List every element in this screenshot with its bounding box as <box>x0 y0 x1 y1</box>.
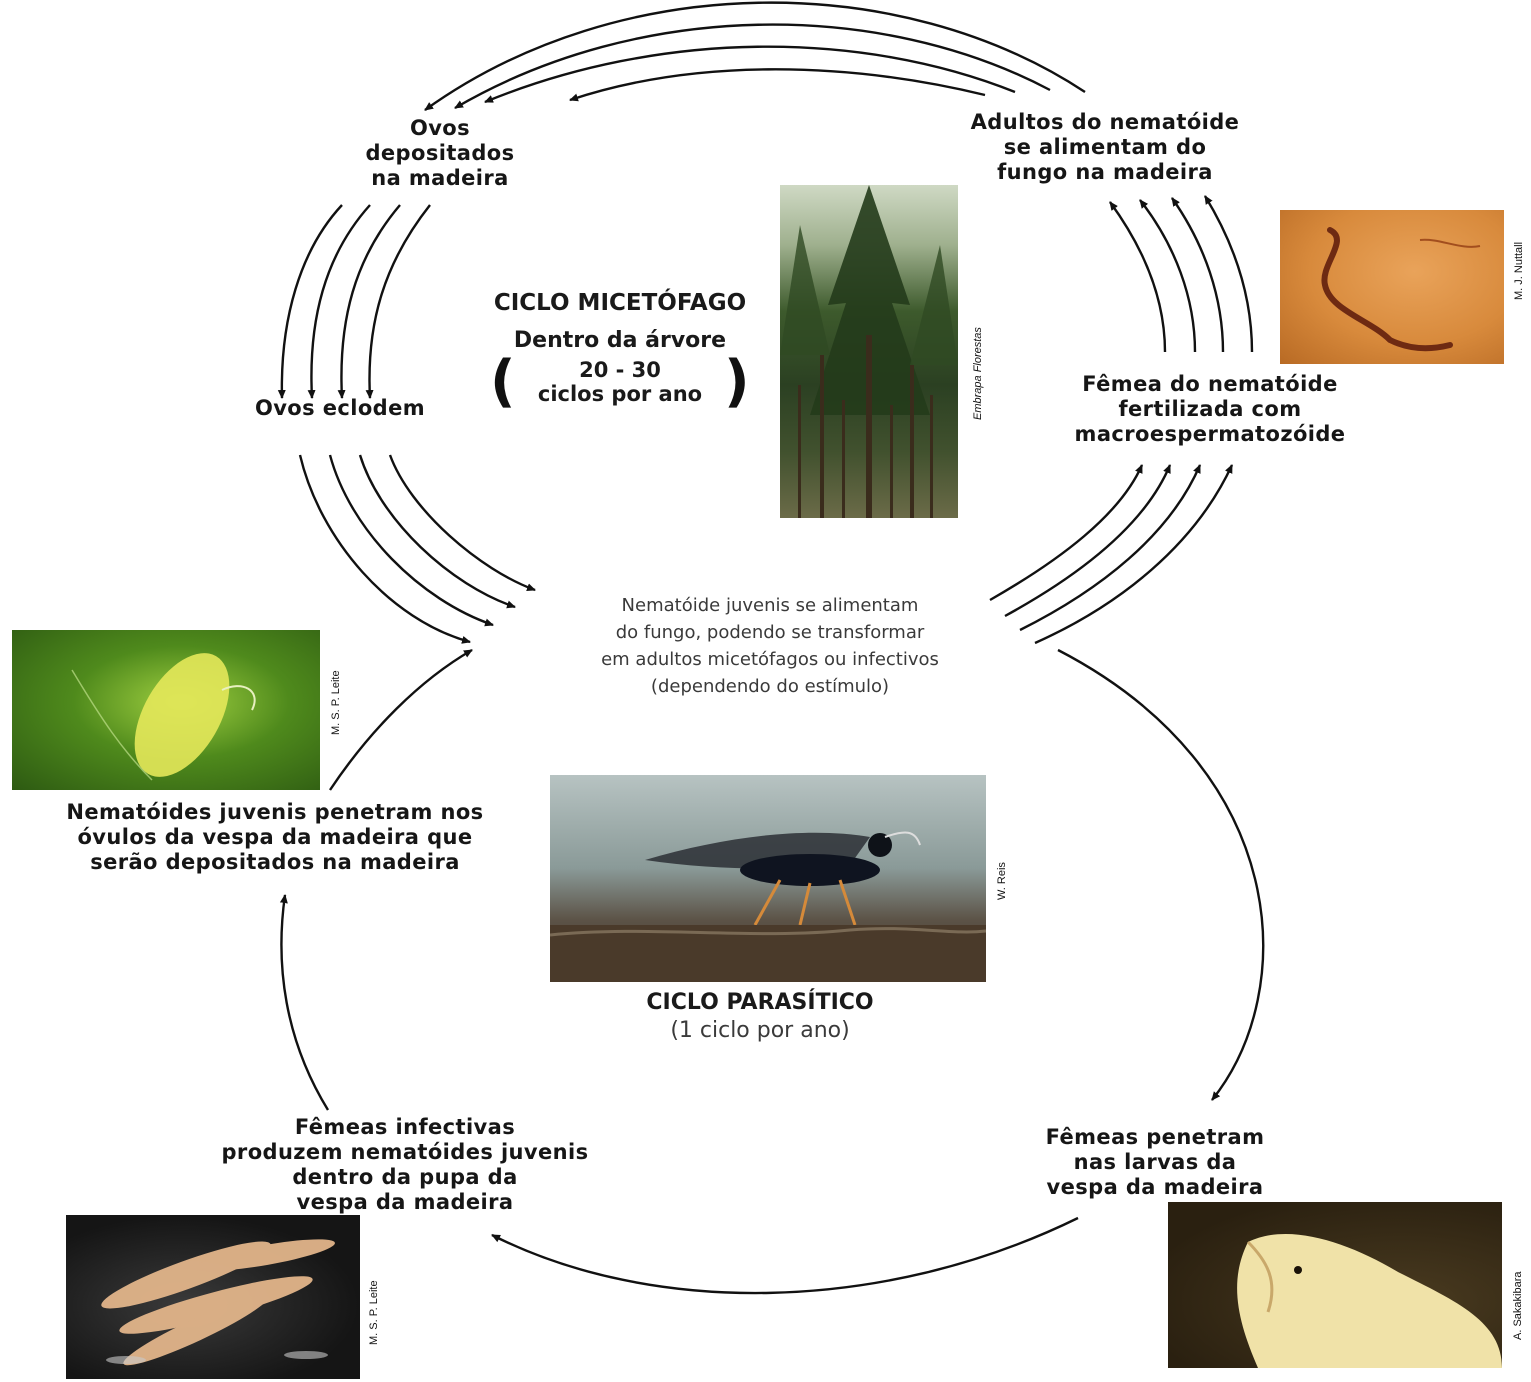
arrow-parasitic-bottom <box>492 1218 1078 1293</box>
tree-photo-credit: Embrapa Florestas <box>972 327 984 420</box>
pupa-photo-credit: M. S. P. Leite <box>368 1280 380 1345</box>
arrow-right-3 <box>1172 198 1223 352</box>
stage-eggs-hatch: Ovos eclodem <box>210 396 470 421</box>
arrow-top-4 <box>570 69 985 100</box>
arrow-mid-left-3 <box>360 455 515 607</box>
wasp-photo <box>550 775 986 982</box>
stage-adults-feed: Adultos do nematóide se alimentam do fun… <box>930 110 1280 185</box>
arrow-mid-right-3 <box>1020 465 1200 630</box>
arrow-parasitic-left <box>281 895 328 1110</box>
arrow-mid-left-1 <box>300 455 470 642</box>
stage-females-penetrate: Fêmeas penetram nas larvas da vespa da m… <box>1000 1125 1310 1200</box>
larva-photo <box>1168 1202 1502 1368</box>
nematode-photo-credit: M. J. Nuttall <box>1513 242 1525 300</box>
micetofago-count: 20 - 30 <box>520 358 720 382</box>
larva-photo-credit: A. Sakakibara <box>1512 1272 1524 1340</box>
arrow-mid-left-4 <box>390 455 535 590</box>
egg-photo-credit: M. S. P. Leite <box>330 670 342 735</box>
parasitico-subtitle: (1 ciclo por ano) <box>590 1018 930 1043</box>
parasitico-title: CICLO PARASÍTICO <box>590 990 930 1015</box>
wasp-photo-credit: W. Reis <box>996 862 1008 900</box>
arrow-top-1 <box>425 3 1085 110</box>
arrow-parasitic-upleft <box>330 650 472 790</box>
egg-photo <box>12 630 320 790</box>
tree-photo <box>780 185 958 518</box>
arrow-top-3 <box>485 47 1015 102</box>
stage-eggs-deposited: Ovos depositados na madeira <box>330 116 550 191</box>
micetofago-count-unit: ciclos por ano <box>510 382 730 406</box>
stage-juveniles-penetrate: Nematóides juvenis penetram nos óvulos d… <box>10 800 540 875</box>
close-paren-glyph: ) <box>724 354 750 410</box>
stage-female-fertilized: Fêmea do nematóide fertilizada com macro… <box>1035 372 1385 447</box>
micetofago-title: CICLO MICETÓFAGO <box>460 290 780 316</box>
arrow-mid-right-2 <box>1005 465 1170 616</box>
pupa-photo <box>66 1215 360 1379</box>
nematode-photo <box>1280 210 1504 364</box>
arrow-right-4 <box>1205 196 1252 352</box>
arrow-parasitic-right <box>1058 650 1263 1100</box>
arrow-mid-left-2 <box>330 455 493 625</box>
stage-infective-females: Fêmeas infectivas produzem nematóides ju… <box>175 1115 635 1215</box>
stage-juveniles-feed: Nematóide juvenis se alimentam do fungo,… <box>530 592 1010 700</box>
arrow-top-2 <box>455 25 1050 108</box>
